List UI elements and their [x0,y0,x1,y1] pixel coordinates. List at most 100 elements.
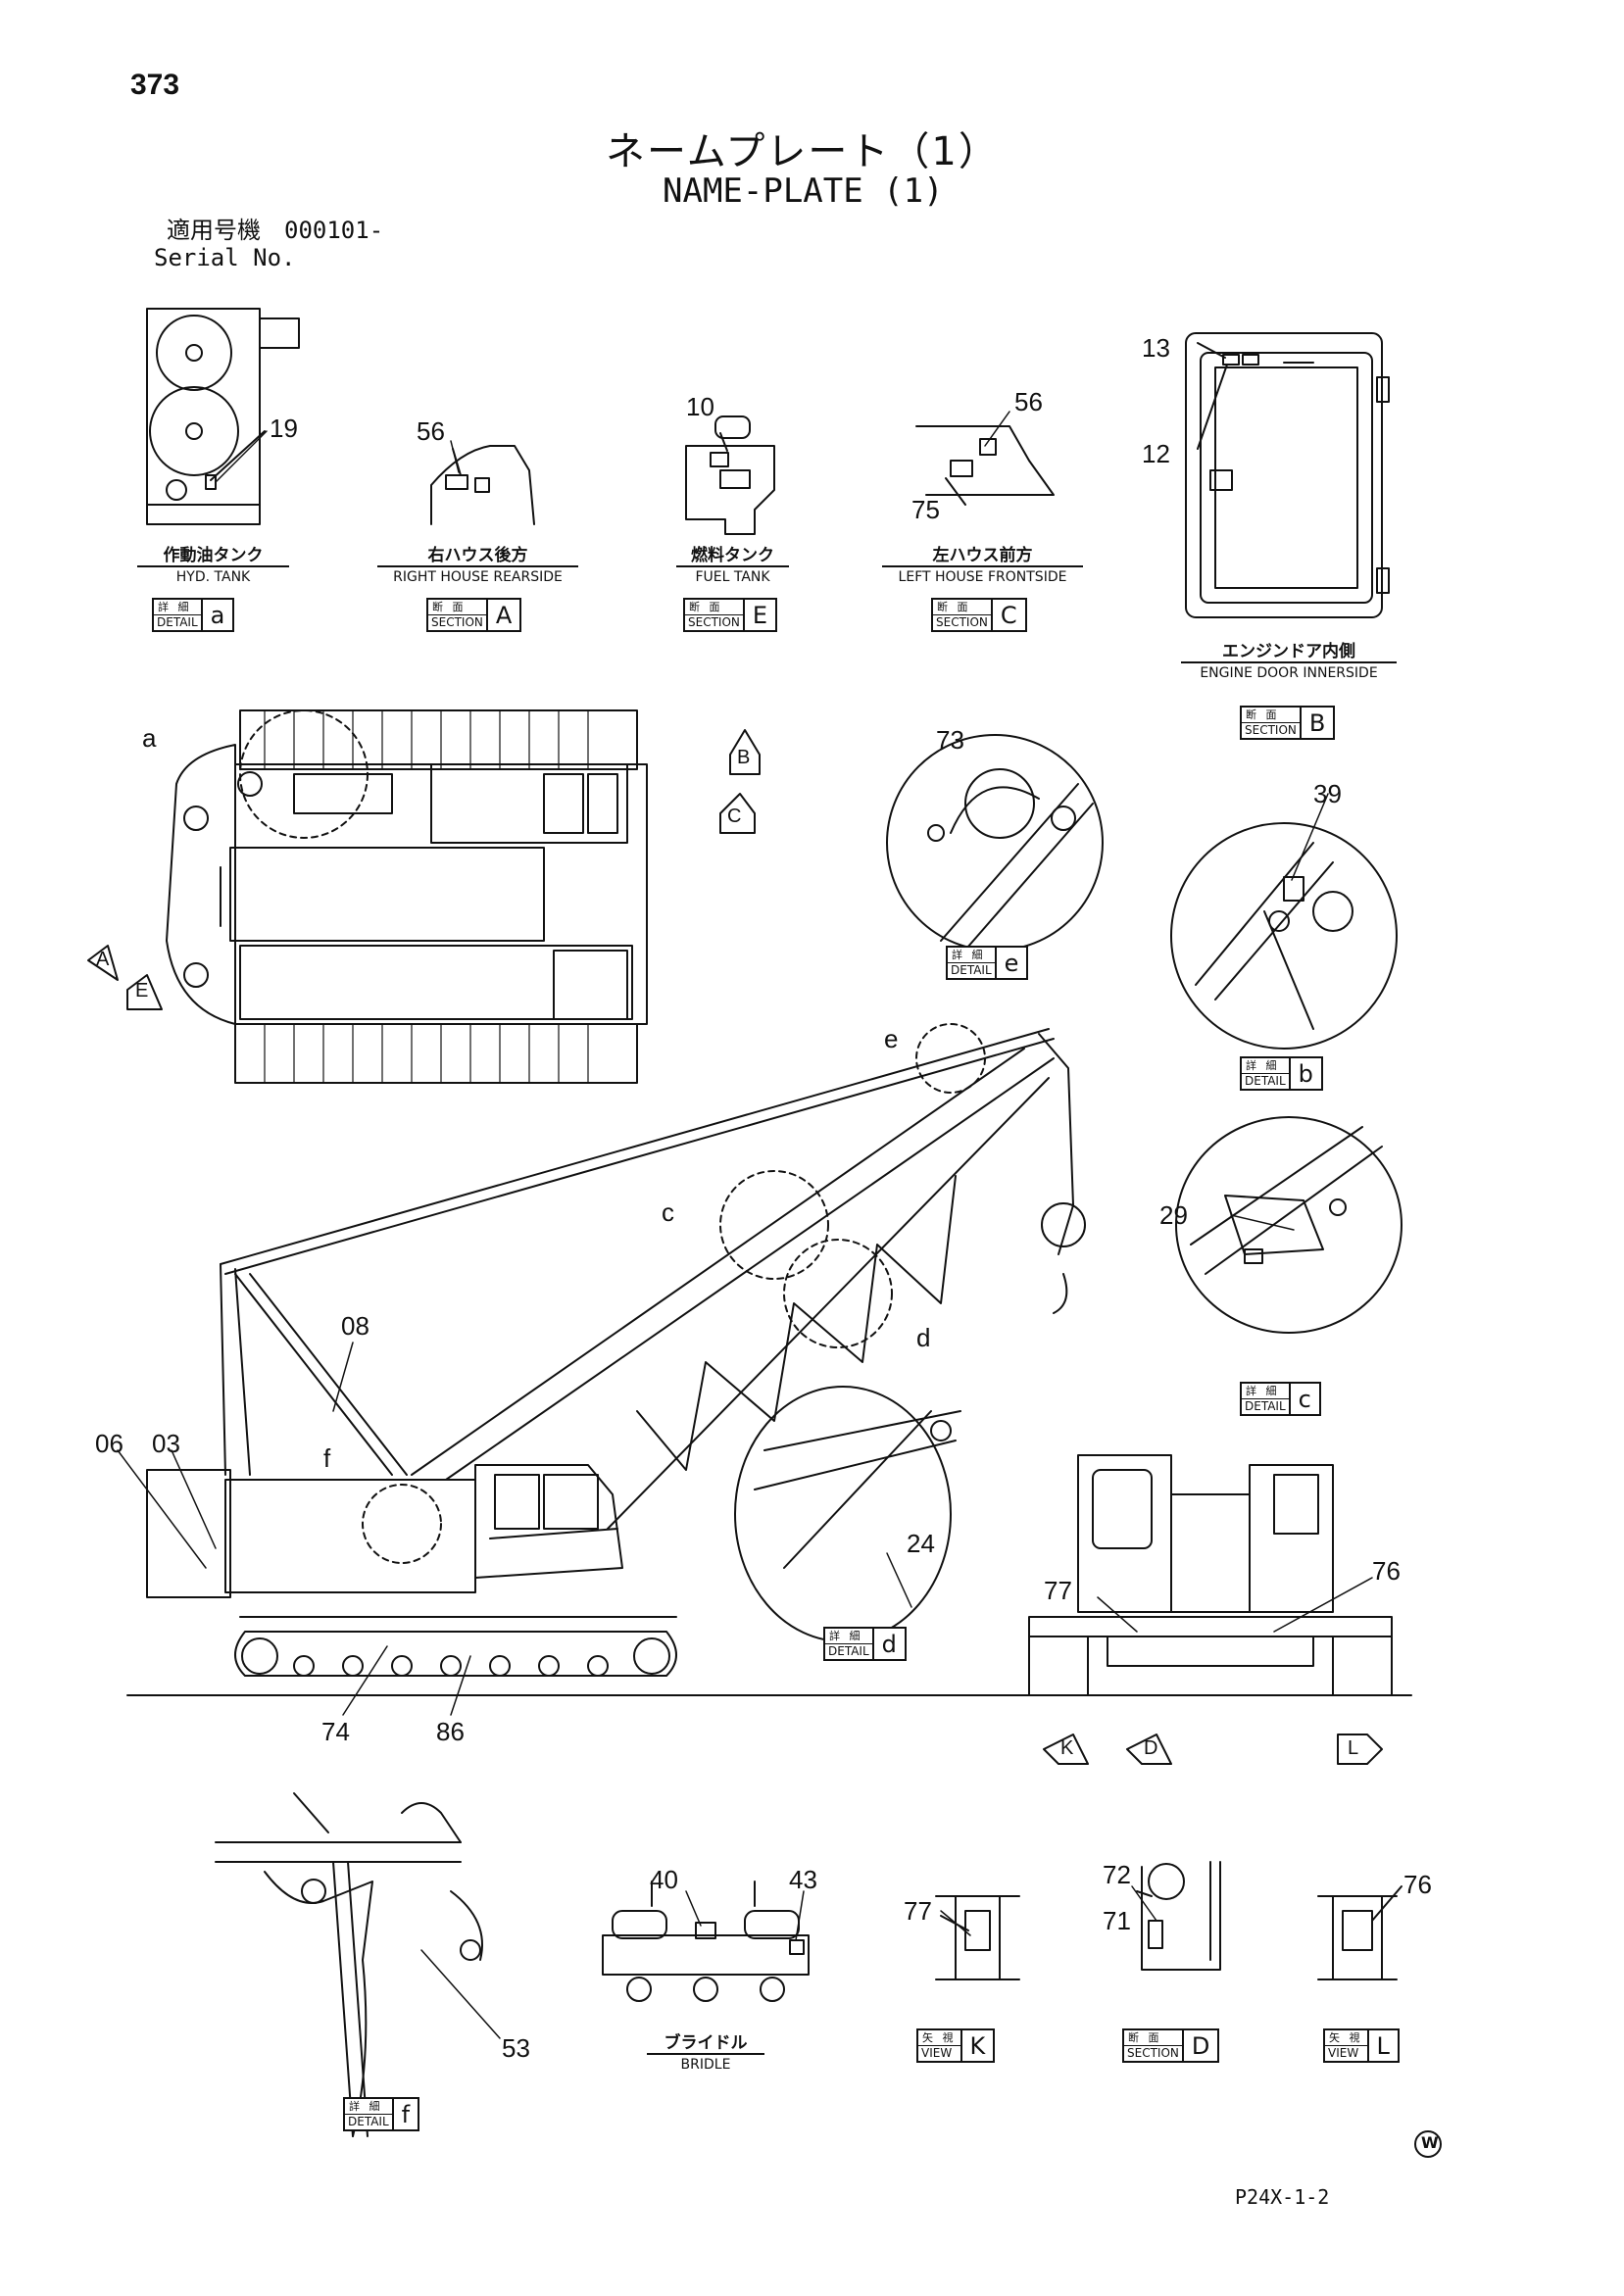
bridle-label-en: BRIDLE [647,2053,764,2073]
footer-mark: W [1421,2133,1439,2152]
detail-e-letter: e [1004,949,1019,977]
section-arrow-label: B [737,747,751,768]
section-b-letter: B [1308,708,1326,737]
part-number: 03 [152,1429,180,1458]
engine-door-drawing [1185,332,1390,618]
view-l-kind-en: VIEW [1328,2046,1359,2060]
part-number: 12 [1142,439,1170,468]
view-k-drawing [935,1895,1020,1980]
section-arrows [87,729,1383,1765]
section-c-letter: C [1000,601,1017,629]
detail-d-drawing [734,1386,961,1642]
section-b-kind-en: SECTION [1245,723,1297,737]
section-d-kind-en: SECTION [1127,2046,1179,2060]
part-number: 43 [789,1865,817,1894]
detail-b-letter: b [1298,1059,1313,1088]
callout-letter: d [916,1323,931,1352]
detail-b-drawing [1170,822,1398,1050]
part-number: 29 [1159,1200,1188,1230]
bridle-label-jp: ブライドル [664,2033,748,2053]
view-l-drawing [1317,1885,1403,1980]
view-l-letter: L [1376,2031,1390,2060]
part-number: 86 [436,1717,465,1746]
crane-side-view-drawing [126,1023,1412,1696]
section-arrow-label: C [727,806,742,827]
engine-door-label-jp: エンジンドア内側 [1222,642,1355,661]
fuel-tank-label-jp: 燃料タンク [691,546,774,565]
section-c-kind-en: SECTION [936,615,988,629]
plan-view-drawing [166,709,648,1084]
section-arrow-label: L [1348,1737,1359,1759]
section-e-letter: E [752,601,768,629]
callout-letter: e [884,1024,899,1053]
engine-door-label-en: ENGINE DOOR INNERSIDE [1181,661,1397,681]
fuel-tank-label: 燃料タンク FUEL TANK [676,541,789,585]
section-a-letter: A [495,601,513,629]
fuel-tank-label-en: FUEL TANK [676,565,789,585]
section-c-kind-jp: 断 面 [933,600,991,615]
part-number: 10 [686,392,714,421]
section-arrow-label: E [135,980,149,1001]
part-number: 53 [502,2033,530,2063]
callout-letter: c [662,1197,674,1227]
detail-f-letter: f [401,2100,411,2128]
callout-letter: f [323,1443,331,1473]
part-number: 77 [904,1896,932,1926]
part-number: 75 [911,495,940,524]
part-number: 13 [1142,333,1170,363]
part-number: 08 [341,1311,369,1341]
part-number: 06 [95,1429,123,1458]
view-k-letter: K [969,2031,986,2060]
part-number: 56 [1014,387,1043,416]
leader-lines [117,411,1373,2039]
serial-jp: 適用号機 000101- [167,217,384,244]
detail-d-kind-jp: 詳 細 [825,1629,872,1644]
section-e-kind-jp: 断 面 [685,600,743,615]
part-number: 39 [1313,779,1342,808]
detail-f-drawing [215,1792,483,2137]
section-e-kind-en: SECTION [688,615,740,629]
detail-e-drawing [886,734,1104,956]
part-number: 56 [417,416,445,446]
right-house-label-jp: 右ハウス後方 [427,546,528,565]
hyd-tank-drawing [146,308,300,525]
bridle-label: ブライドル BRIDLE [647,2028,764,2073]
part-number: 73 [936,725,964,755]
detail-b-kind-en: DETAIL [1245,1074,1286,1088]
section-a-kind-jp: 断 面 [428,600,486,615]
left-house-label-en: LEFT HOUSE FRONTSIDE [882,565,1083,585]
hyd-tank-label: 作動油タンク HYD. TANK [137,541,289,585]
detail-f-kind-en: DETAIL [348,2115,389,2128]
right-house-label-en: RIGHT HOUSE REARSIDE [377,565,578,585]
part-number: 24 [907,1529,935,1558]
view-k-kind-jp: 矢 視 [918,2030,960,2046]
section-a-kind-en: SECTION [431,615,483,629]
part-number: 76 [1372,1556,1401,1586]
bridle-drawing [602,1881,810,2002]
hyd-tank-label-en: HYD. TANK [137,565,289,585]
page-title-en: NAME-PLATE (1) [663,171,944,211]
detail-c-kind-jp: 詳 細 [1242,1384,1289,1399]
detail-f-kind-jp: 詳 細 [345,2099,392,2115]
right-house-drawing [430,445,535,525]
left-house-label: 左ハウス前方 LEFT HOUSE FRONTSIDE [882,541,1083,585]
part-number: 40 [650,1865,678,1894]
rear-view-drawing [1028,1454,1393,1696]
detail-e-kind-jp: 詳 細 [948,948,995,963]
page-number: 373 [130,69,180,101]
detail-e-kind-en: DETAIL [951,963,992,977]
section-d-letter: D [1191,2031,1210,2060]
view-l-kind-jp: 矢 視 [1325,2030,1367,2046]
left-house-drawing [915,425,1055,506]
right-house-label: 右ハウス後方 RIGHT HOUSE REARSIDE [377,541,578,585]
part-number: 19 [270,414,298,443]
